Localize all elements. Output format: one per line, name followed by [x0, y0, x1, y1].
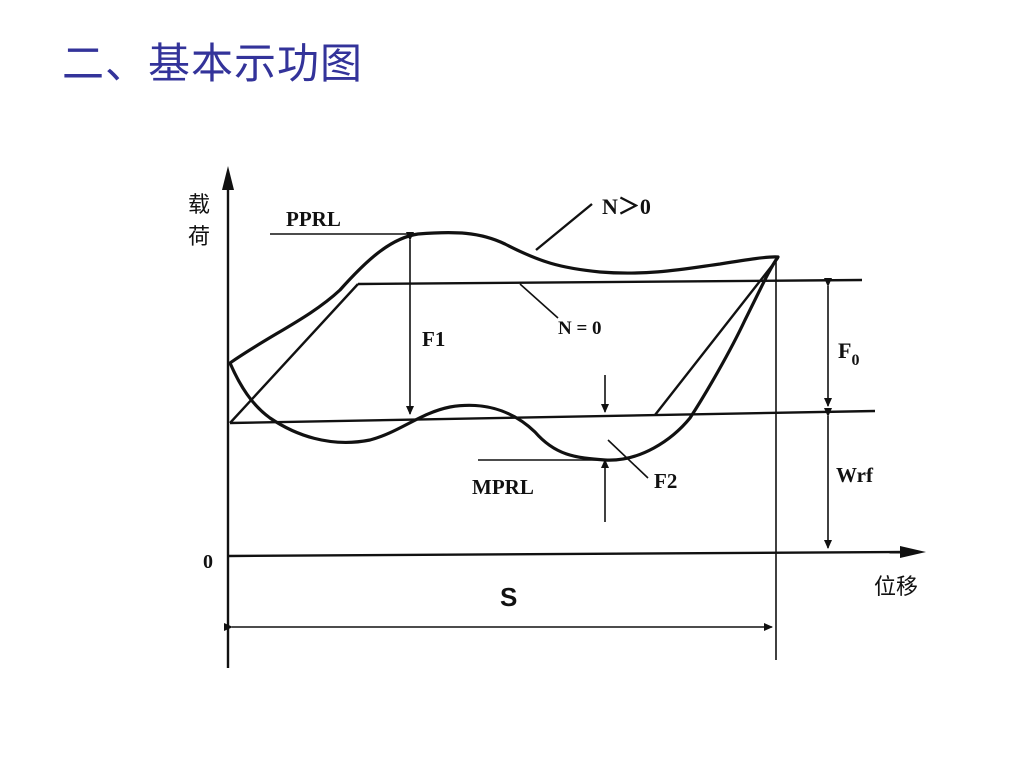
upper-static-load-line: [357, 278, 863, 286]
f2-leader: [607, 439, 649, 479]
y-axis-arrowhead: [222, 166, 234, 190]
f0-label: F0: [838, 338, 859, 369]
y-axis-label-1: 载: [188, 193, 210, 218]
x-axis-arrowhead: [900, 546, 926, 558]
n-gt-0-leader: [535, 203, 593, 251]
n0-load-line: [229, 283, 359, 424]
slide-title: 二、基本示功图: [62, 39, 364, 88]
n-gt-0-card-curve: [228, 230, 780, 462]
mprl-label: MPRL: [472, 475, 534, 499]
wrf-label: Wrf: [836, 463, 874, 487]
origin-label: 0: [203, 551, 213, 573]
stroke-label: S: [500, 582, 517, 612]
n-eq-0-label: N = 0: [558, 318, 602, 339]
n0-unload-line: [654, 257, 779, 416]
n-gt-0-label: N＞0: [602, 194, 651, 219]
f0-label-subscript: 0: [851, 352, 859, 369]
y-axis-label-2: 荷: [188, 225, 210, 250]
lower-static-load-line: [229, 409, 876, 425]
f1-label: F1: [422, 327, 445, 351]
pprl-label: PPRL: [286, 207, 341, 231]
f0-label-main: F: [838, 338, 851, 363]
f2-label: F2: [654, 469, 677, 493]
x-axis: [227, 550, 906, 558]
n-eq-0-leader: [519, 283, 559, 319]
x-axis-label: 位移: [874, 575, 918, 600]
